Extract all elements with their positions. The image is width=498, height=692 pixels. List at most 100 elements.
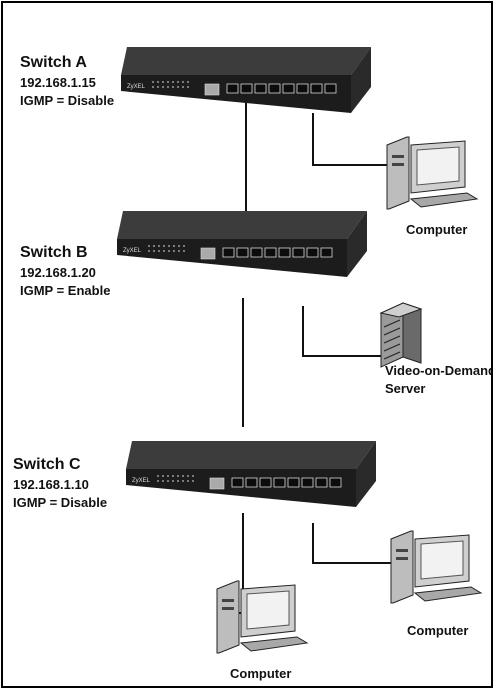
ethernet-port — [226, 83, 239, 94]
switch-c-device: ZyXEL — [126, 441, 376, 507]
status-led — [178, 250, 180, 252]
tower-slot — [396, 557, 408, 560]
ethernet-port — [292, 247, 305, 258]
ethernet-port — [324, 83, 337, 94]
led-group — [152, 81, 189, 88]
ethernet-port — [231, 477, 244, 488]
network-diagram: ZyXEL ZyXEL ZyXEL — [117, 47, 483, 654]
computer-keyboard — [413, 586, 483, 602]
server-bay — [383, 343, 401, 352]
port-group — [222, 247, 333, 258]
switch-front-face — [117, 239, 347, 277]
ethernet-port — [259, 477, 272, 488]
ethernet-port — [273, 477, 286, 488]
status-led — [173, 250, 175, 252]
status-led — [172, 475, 174, 477]
status-led — [167, 86, 169, 88]
switch-c-name: Switch C — [13, 456, 81, 473]
status-led — [172, 480, 174, 482]
switch-front-face — [126, 469, 356, 507]
ethernet-port — [245, 477, 258, 488]
ethernet-port — [264, 247, 277, 258]
switch-top-face — [121, 47, 371, 75]
computer-c-bottom-label: Computer — [230, 666, 292, 681]
port-group — [226, 83, 337, 94]
tower-slot — [222, 607, 234, 610]
status-led — [167, 475, 169, 477]
status-led — [187, 81, 189, 83]
switch-top-face — [126, 441, 376, 469]
status-led — [183, 245, 185, 247]
switch-top-face — [117, 211, 367, 239]
status-led — [157, 86, 159, 88]
switch-side-face — [356, 441, 376, 507]
switch-a-name: Switch A — [20, 54, 87, 71]
status-led — [183, 250, 185, 252]
computer-a-icon — [386, 136, 479, 210]
computer-a-label: Computer — [406, 222, 468, 237]
server-bay — [383, 319, 401, 328]
console-port — [209, 477, 225, 490]
computer-tower — [386, 136, 410, 210]
status-led — [162, 480, 164, 482]
switch-b-ip: 192.168.1.20 — [20, 265, 96, 280]
status-led — [177, 480, 179, 482]
status-led — [163, 250, 165, 252]
switch-brand-label: ZyXEL — [127, 84, 146, 90]
switch-b-device: ZyXEL — [117, 211, 367, 277]
tower-slot — [222, 599, 234, 602]
status-led — [187, 86, 189, 88]
status-led — [162, 81, 164, 83]
status-led — [157, 475, 159, 477]
computer-c-bottom-icon — [216, 580, 309, 654]
ethernet-port — [278, 247, 291, 258]
console-port — [200, 247, 216, 260]
switch-brand-label: ZyXEL — [132, 478, 151, 484]
status-led — [182, 475, 184, 477]
status-led — [173, 245, 175, 247]
tower-slot — [392, 163, 404, 166]
ethernet-port — [306, 247, 319, 258]
status-led — [167, 81, 169, 83]
status-led — [152, 81, 154, 83]
status-led — [177, 81, 179, 83]
status-led — [157, 480, 159, 482]
status-led — [187, 480, 189, 482]
status-led — [153, 245, 155, 247]
led-group — [148, 245, 185, 252]
switch-a-ip: 192.168.1.15 — [20, 75, 96, 90]
status-led — [168, 245, 170, 247]
computer-keyboard — [239, 636, 309, 652]
server-label-line1: Video-on-Demand — [385, 363, 493, 378]
ethernet-port — [268, 83, 281, 94]
link-switch-a-to-computer — [312, 113, 389, 166]
computer-tower — [216, 580, 240, 654]
status-led — [182, 480, 184, 482]
ethernet-port — [236, 247, 249, 258]
status-led — [152, 86, 154, 88]
server-icon — [379, 302, 423, 368]
computer-tower — [390, 530, 414, 604]
status-led — [167, 480, 169, 482]
status-led — [187, 475, 189, 477]
ethernet-port — [222, 247, 235, 258]
ethernet-port — [329, 477, 342, 488]
ethernet-port — [240, 83, 253, 94]
status-led — [162, 86, 164, 88]
server-bay — [383, 327, 401, 336]
ethernet-port — [315, 477, 328, 488]
monitor-screen — [246, 590, 290, 630]
ethernet-port — [287, 477, 300, 488]
tower-slot — [392, 155, 404, 158]
server-top — [379, 302, 423, 318]
status-led — [163, 245, 165, 247]
switch-a-device: ZyXEL — [121, 47, 371, 113]
switch-side-face — [351, 47, 371, 113]
status-led — [148, 245, 150, 247]
status-led — [168, 250, 170, 252]
switch-b-name: Switch B — [20, 244, 88, 261]
links — [228, 98, 395, 614]
server-bay — [383, 335, 401, 344]
status-led — [177, 86, 179, 88]
